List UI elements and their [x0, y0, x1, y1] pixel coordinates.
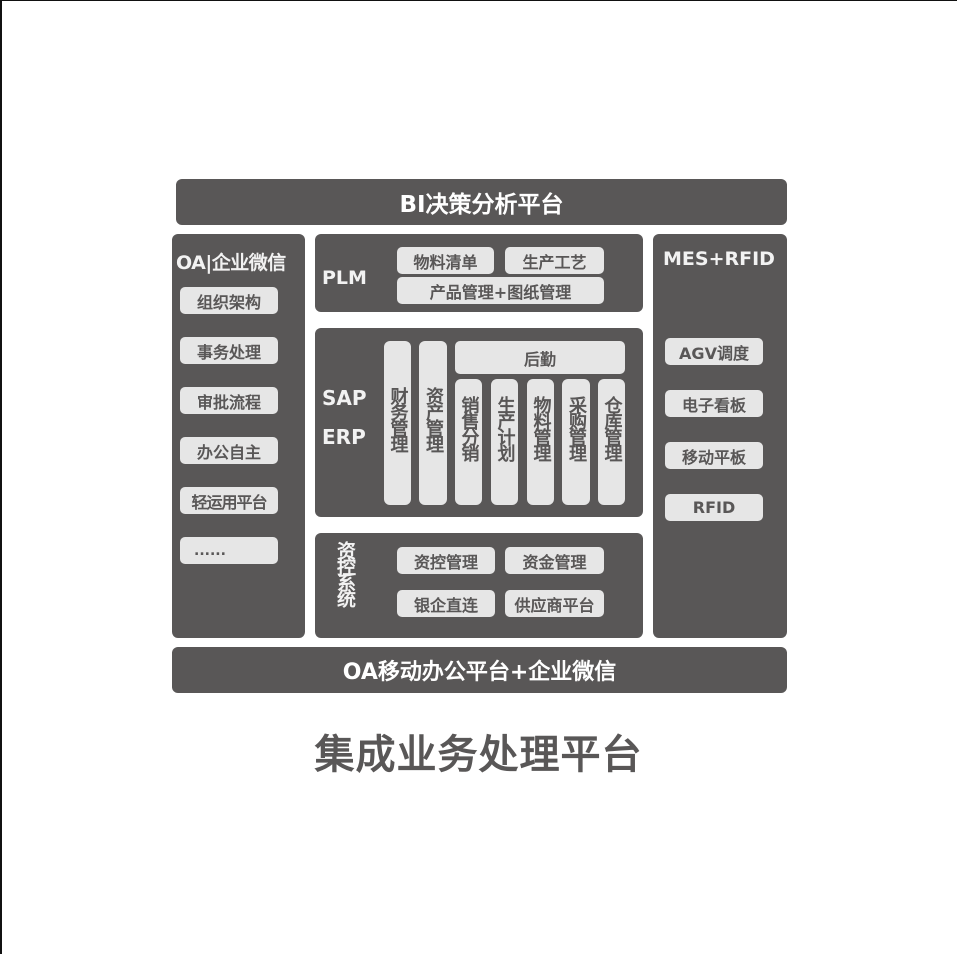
fund-item-capital-management: 资金管理	[505, 547, 604, 574]
erp-column-sales-distribution: 销售分销	[455, 379, 482, 505]
plm-item-product-drawing: 产品管理+图纸管理	[397, 277, 604, 304]
fund-item-asset-control: 资控管理	[397, 547, 495, 574]
image-border-left	[0, 0, 2, 954]
oa-wechat-title: OA|企业微信	[176, 252, 286, 274]
erp-title-erp: ERP	[322, 425, 366, 449]
erp-column-production-planning: 生产计划	[491, 379, 518, 505]
mes-item-electronic-board: 电子看板	[665, 390, 763, 417]
plm-panel: PLM 物料清单 生产工艺 产品管理+图纸管理	[315, 234, 643, 312]
fund-control-title: 资控系统	[334, 541, 356, 605]
erp-column-finance: 财务管理	[384, 341, 411, 505]
erp-title-sap: SAP	[322, 386, 367, 410]
oa-item-affairs: 事务处理	[180, 337, 278, 364]
mes-rfid-title: MES+RFID	[663, 248, 775, 270]
erp-column-material-management: 物料管理	[527, 379, 554, 505]
erp-logistics-header: 后勤	[455, 341, 625, 374]
erp-column-assets: 资产管理	[419, 341, 447, 505]
oa-item-more: ......	[180, 537, 278, 564]
mes-item-mobile-tablet: 移动平板	[665, 442, 763, 469]
bi-platform-title: BI决策分析平台	[399, 192, 564, 218]
mes-rfid-panel: MES+RFID AGV调度 电子看板 移动平板 RFID	[653, 234, 787, 638]
plm-item-process: 生产工艺	[505, 247, 604, 274]
oa-mobile-platform-title: OA移动办公平台+企业微信	[342, 660, 617, 685]
oa-item-office-self: 办公自主	[180, 437, 278, 464]
fund-control-panel: 资控系统 资控管理 资金管理 银企直连 供应商平台	[315, 533, 643, 638]
oa-item-light-app-platform: 轻运用平台	[180, 487, 278, 514]
erp-column-warehouse: 仓库管理	[598, 379, 625, 505]
oa-wechat-panel: OA|企业微信 组织架构 事务处理 审批流程 办公自主 轻运用平台 ......	[172, 234, 305, 638]
plm-title: PLM	[322, 267, 367, 289]
oa-mobile-platform-bar: OA移动办公平台+企业微信	[172, 647, 787, 693]
sap-erp-panel: SAP ERP 财务管理 资产管理 后勤 销售分销 生产计划 物料管理 采购管理…	[315, 328, 643, 517]
oa-item-org-structure: 组织架构	[180, 287, 278, 314]
diagram-caption: 集成业务处理平台	[314, 732, 643, 778]
image-border-top	[0, 0, 957, 1]
erp-column-purchasing: 采购管理	[562, 379, 590, 505]
plm-item-bom: 物料清单	[397, 247, 494, 274]
bi-platform-bar: BI决策分析平台	[176, 179, 787, 225]
fund-item-bank-direct: 银企直连	[397, 590, 495, 617]
mes-item-rfid: RFID	[665, 494, 763, 521]
oa-item-approval-flow: 审批流程	[180, 387, 278, 414]
mes-item-agv-dispatch: AGV调度	[665, 338, 763, 365]
fund-item-supplier-platform: 供应商平台	[505, 590, 604, 617]
